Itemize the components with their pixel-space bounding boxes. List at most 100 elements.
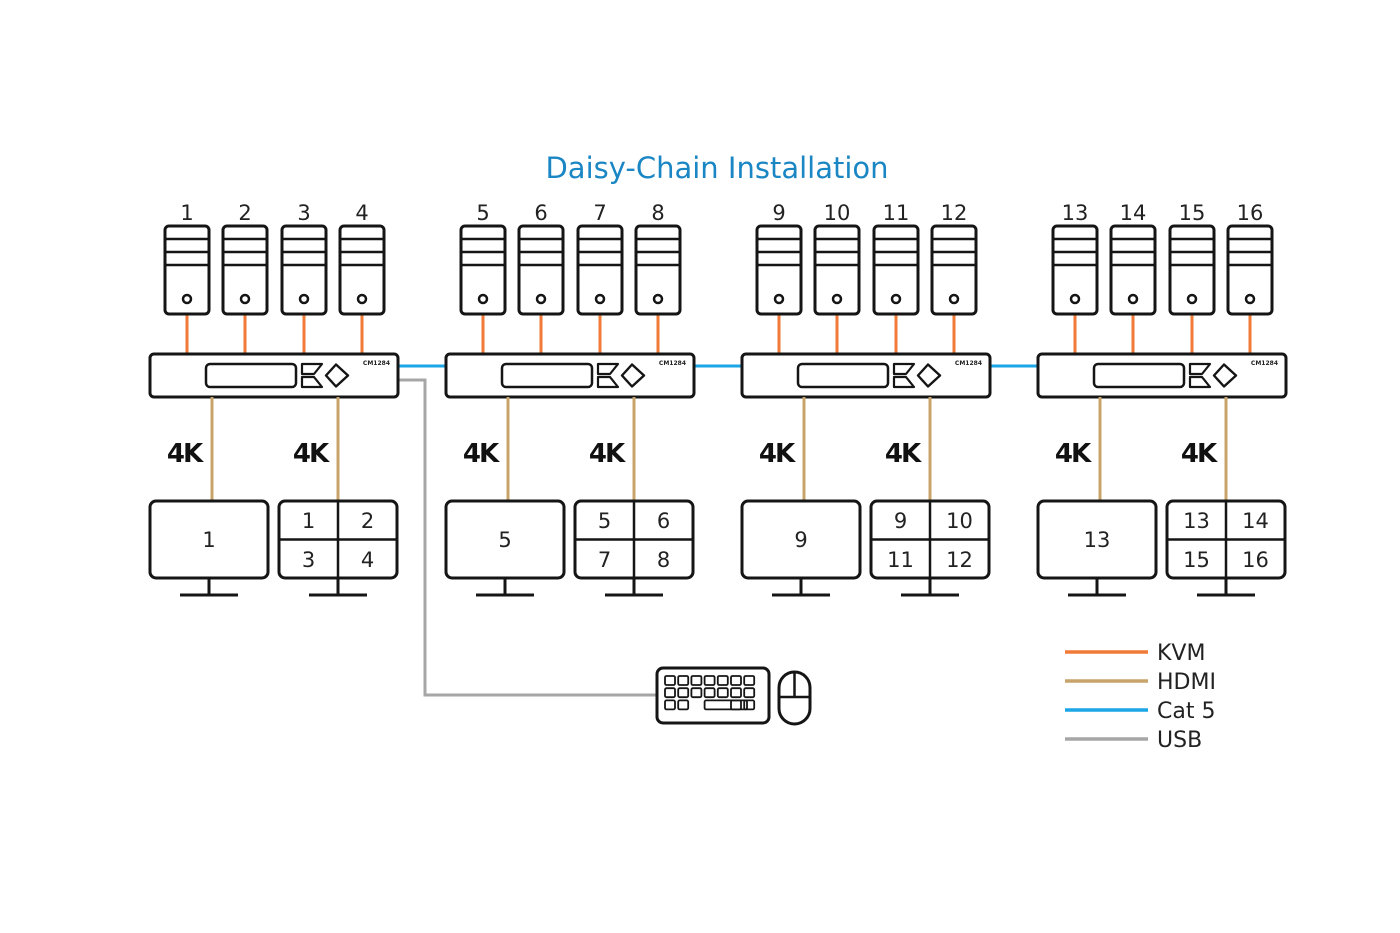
computer-icon: [930, 224, 978, 316]
monitor-icon: 9: [740, 499, 862, 597]
logo-diamond-icon: [324, 363, 350, 388]
switch-display: [204, 362, 298, 389]
quad-view-label: 5: [598, 509, 611, 533]
quad-view-label: 14: [1242, 509, 1269, 533]
usb-link: [398, 378, 657, 697]
quad-view-label: 7: [598, 548, 611, 572]
computer-case: [1168, 224, 1216, 316]
power-button-icon: [1127, 293, 1139, 305]
quad-view-label: 13: [1183, 509, 1210, 533]
4k-badge: 4K: [463, 439, 500, 469]
quad-view-label: 4: [361, 548, 374, 572]
key: [743, 675, 756, 686]
computer-icon: [338, 224, 386, 316]
key: [743, 687, 756, 699]
quad-view-label: 9: [894, 509, 907, 533]
key: [664, 675, 676, 686]
4k-badge: 4K: [167, 439, 204, 469]
switch-body: [1036, 352, 1288, 399]
switch-display: [1092, 362, 1186, 389]
key: [677, 687, 690, 699]
legend-item: USB: [1065, 728, 1202, 753]
computer-icon: [813, 224, 861, 316]
spacebar-key: [703, 699, 748, 711]
computer-icon: [634, 224, 682, 316]
usb-cable: [398, 378, 657, 697]
computer-label: 7: [593, 201, 606, 225]
legend-item: KVM: [1065, 641, 1205, 666]
key: [703, 675, 716, 686]
logo-icon: [1188, 362, 1212, 389]
computer-case: [755, 224, 803, 316]
computer-label: 11: [883, 201, 910, 225]
power-button-icon: [831, 293, 843, 305]
computer-icon: [1051, 224, 1099, 316]
power-button-icon: [652, 293, 664, 305]
legend-item: HDMI: [1065, 670, 1216, 695]
computer-icon: [576, 224, 624, 316]
computer-case: [872, 224, 920, 316]
power-button-icon: [356, 293, 368, 305]
computer-icon: [221, 224, 269, 316]
key: [703, 687, 716, 699]
quad-view-label: 8: [657, 548, 670, 572]
computer-case: [930, 224, 978, 316]
computer-case: [338, 224, 386, 316]
computer-case: [517, 224, 565, 316]
quad-view-label: 15: [1183, 548, 1210, 572]
4k-badge: 4K: [293, 439, 330, 469]
power-button-icon: [948, 293, 960, 305]
computer-label: 9: [772, 201, 785, 225]
legend-label: Cat 5: [1157, 699, 1215, 724]
computer-case: [221, 224, 269, 316]
computer-label: 14: [1120, 201, 1147, 225]
power-button-icon: [594, 293, 606, 305]
computer-label: 16: [1237, 201, 1264, 225]
computer-label: 5: [476, 201, 489, 225]
quad-view-label: 3: [302, 548, 315, 572]
computer-label: 4: [355, 201, 368, 225]
computer-label: 8: [651, 201, 664, 225]
power-button-icon: [181, 293, 193, 305]
switch-body: [444, 352, 696, 399]
monitor-label: 13: [1084, 528, 1111, 552]
computer-case: [459, 224, 507, 316]
key: [677, 699, 690, 711]
computer-icon: [1226, 224, 1274, 316]
power-button-icon: [239, 293, 251, 305]
key: [716, 687, 729, 699]
kvm-switch: CM1284: [740, 352, 992, 399]
4k-badge: 4K: [589, 439, 626, 469]
legend: KVM HDMI Cat 5 USB: [1065, 641, 1216, 753]
logo-diamond-icon: [916, 363, 942, 388]
logo-diamond-icon: [1212, 363, 1238, 388]
computer-icon: [280, 224, 328, 316]
key: [690, 687, 703, 699]
key: [730, 699, 742, 711]
logo-diamond-icon: [620, 363, 646, 388]
switch-display: [500, 362, 594, 389]
power-button-icon: [890, 293, 902, 305]
power-button-icon: [1069, 293, 1081, 305]
legend-label: KVM: [1157, 641, 1205, 666]
kvm-switch: CM1284: [148, 352, 400, 399]
key: [664, 699, 676, 711]
monitor-label: 9: [794, 528, 807, 552]
monitor-label: 1: [202, 528, 215, 552]
computer-icon: [459, 224, 507, 316]
quad-view-label: 11: [887, 548, 914, 572]
computer-icon: [755, 224, 803, 316]
legend-item: Cat 5: [1065, 699, 1215, 724]
keyboard-icon: [655, 666, 771, 725]
quad-view-label: 2: [361, 509, 374, 533]
